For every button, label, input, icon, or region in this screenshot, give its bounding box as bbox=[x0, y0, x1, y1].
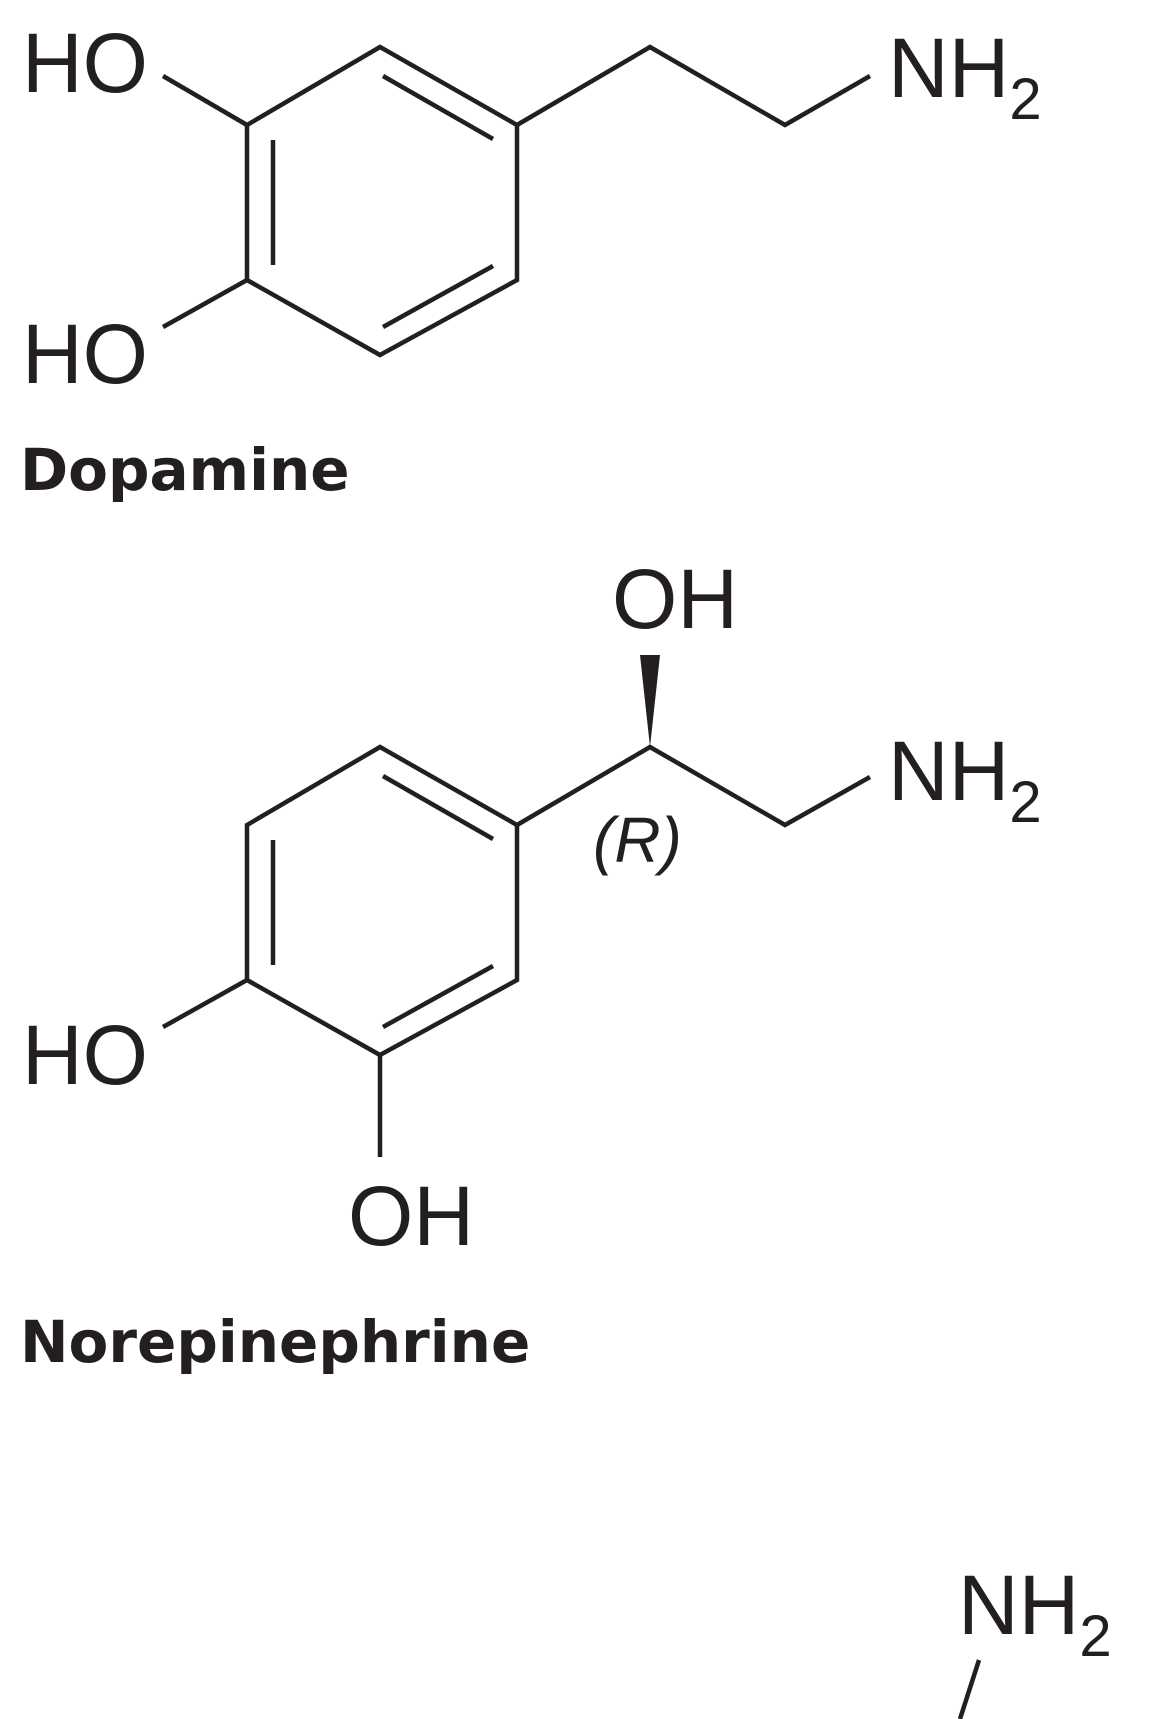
dopamine-ho-bottom: HO bbox=[22, 307, 148, 401]
norepinephrine-ho-left: HO bbox=[22, 1008, 148, 1102]
third-structure-partial: NH2 bbox=[957, 1558, 1112, 1719]
dopamine-ho-bond bbox=[161, 278, 249, 329]
dopamine-label: Dopamine bbox=[20, 436, 350, 504]
norepinephrine-ho-bond bbox=[161, 978, 249, 1029]
dopamine-ho-bond bbox=[161, 74, 249, 127]
norepinephrine-chain bbox=[515, 744, 872, 828]
dopamine-ethylamine-chain bbox=[515, 44, 872, 128]
dopamine-amine: NH2 bbox=[888, 21, 1042, 132]
norepinephrine-label: Norepinephrine bbox=[20, 1308, 530, 1376]
third-amine-bond bbox=[957, 1659, 982, 1719]
norepinephrine-amine: NH2 bbox=[888, 724, 1042, 835]
norepinephrine-oh-top: OH bbox=[612, 552, 738, 646]
dopamine-double-bond bbox=[381, 74, 495, 141]
dopamine-structure: HO HO NH2 Dopamine bbox=[20, 16, 1042, 504]
norepinephrine-double-bond bbox=[381, 964, 495, 1029]
third-amine: NH2 bbox=[958, 1558, 1112, 1669]
dopamine-ho-top: HO bbox=[22, 16, 148, 110]
dopamine-double-bond bbox=[381, 264, 495, 329]
norepinephrine-ring bbox=[244, 744, 520, 1058]
norepinephrine-double-bond bbox=[381, 774, 495, 841]
norepinephrine-structure: OH (R) NH2 HO OH Norepinephrine bbox=[20, 552, 1042, 1376]
norepinephrine-oh-bottom: OH bbox=[348, 1169, 474, 1263]
stereo-descriptor: (R) bbox=[593, 804, 682, 876]
wedge-bond bbox=[640, 655, 660, 747]
dopamine-ring bbox=[244, 44, 520, 358]
